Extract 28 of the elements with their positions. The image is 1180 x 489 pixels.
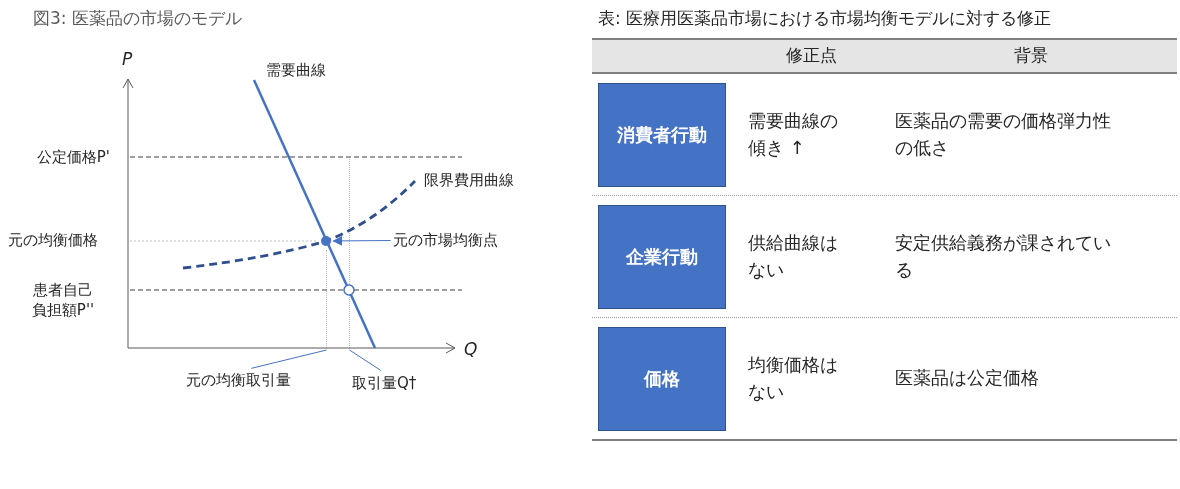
- table-title: 表: 医療用医薬品市場における市場均衡モデルに対する修正: [598, 7, 1052, 30]
- callout-text: 元の均衡取引量: [186, 370, 291, 391]
- arrow: [332, 235, 392, 246]
- callout-text: 元の市場均衡点: [393, 230, 498, 251]
- price-label: 患者自己負担額P'': [30, 280, 96, 321]
- price-label: 公定価格P': [35, 147, 110, 168]
- leader-line: [349, 349, 382, 371]
- table-text: 需要曲線の傾き ↑: [748, 109, 839, 160]
- figure-title: 図3: 医薬品の市場のモデル: [33, 7, 242, 30]
- guide-line: [326, 250, 327, 348]
- leader-line: [250, 349, 327, 369]
- table-text: 医薬品の需要の価格弾力性の低さ: [895, 109, 1112, 160]
- table-text: 安定供給義務が課されている: [895, 231, 1112, 282]
- curve-label: 需要曲線: [266, 60, 326, 81]
- price-label: 元の均衡価格: [8, 230, 98, 251]
- axis-label: Q: [464, 338, 478, 361]
- table-text: 供給曲線はない: [748, 231, 839, 282]
- category-box: 価格: [598, 326, 726, 431]
- equilibrium-point: [321, 236, 331, 246]
- column-header: 修正点: [785, 44, 837, 67]
- category-box: 企業行動: [598, 204, 726, 309]
- table-text: 医薬品は公定価格: [895, 366, 1040, 391]
- column-header: 背景: [1014, 44, 1048, 67]
- category-box: 消費者行動: [598, 82, 726, 187]
- table-text: 均衡価格はない: [748, 353, 839, 404]
- curve-label: 限界費用曲線: [424, 170, 514, 191]
- axis-label: P: [122, 48, 133, 71]
- callout-text: 取引量Q†: [352, 373, 417, 394]
